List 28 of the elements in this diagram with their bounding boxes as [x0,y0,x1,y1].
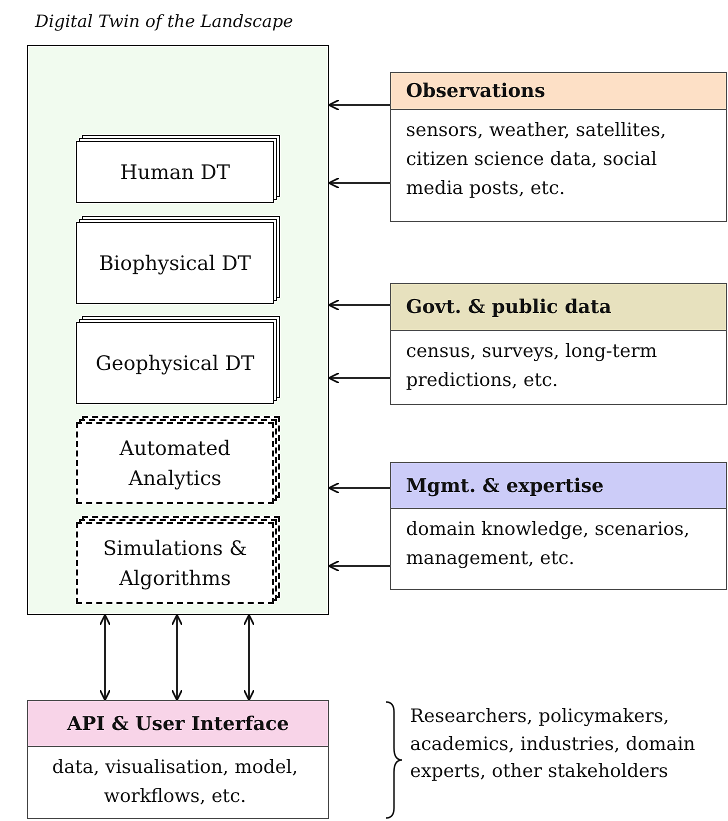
arrow [328,177,390,189]
box-description: domain knowledge, scenarios, management, etc. [405,518,691,571]
box-description: data, visualisation, model, workflows, etc. [51,756,299,809]
box-heading: API & User Interface [28,701,328,747]
source-box [390,72,727,222]
box-description: census, surveys, long-term predictions, etc. [405,340,658,393]
arrow [328,99,390,111]
dashed-stacked-card: Automated Analytics [76,422,274,504]
box-description: sensors, weather, satellites, citizen science data, social media posts, etc. [405,119,668,201]
source-box [390,462,727,590]
stacked-card: Geophysical DT [76,322,274,404]
panel-heading: Digital Twin of the Landscape [35,12,294,32]
arrow [243,614,255,701]
stacked-card: Human DT [76,141,274,203]
source-box [390,283,727,405]
stacked-card: Biophysical DT [76,222,274,304]
box-heading: Observations [391,73,726,110]
arrow [328,560,390,572]
arrow [171,614,183,701]
arrow [328,299,390,311]
source-box [27,700,329,819]
arrow [99,614,111,701]
audience-note: Researchers, policymakers, academics, industries, domain experts, other stakeholders [410,705,696,784]
box-heading: Govt. & public data [391,284,726,331]
arrow [328,372,390,384]
dashed-stacked-card: Simulations & Algorithms [76,522,274,604]
arrow [328,482,390,494]
box-heading: Mgmt. & expertise [391,463,726,509]
